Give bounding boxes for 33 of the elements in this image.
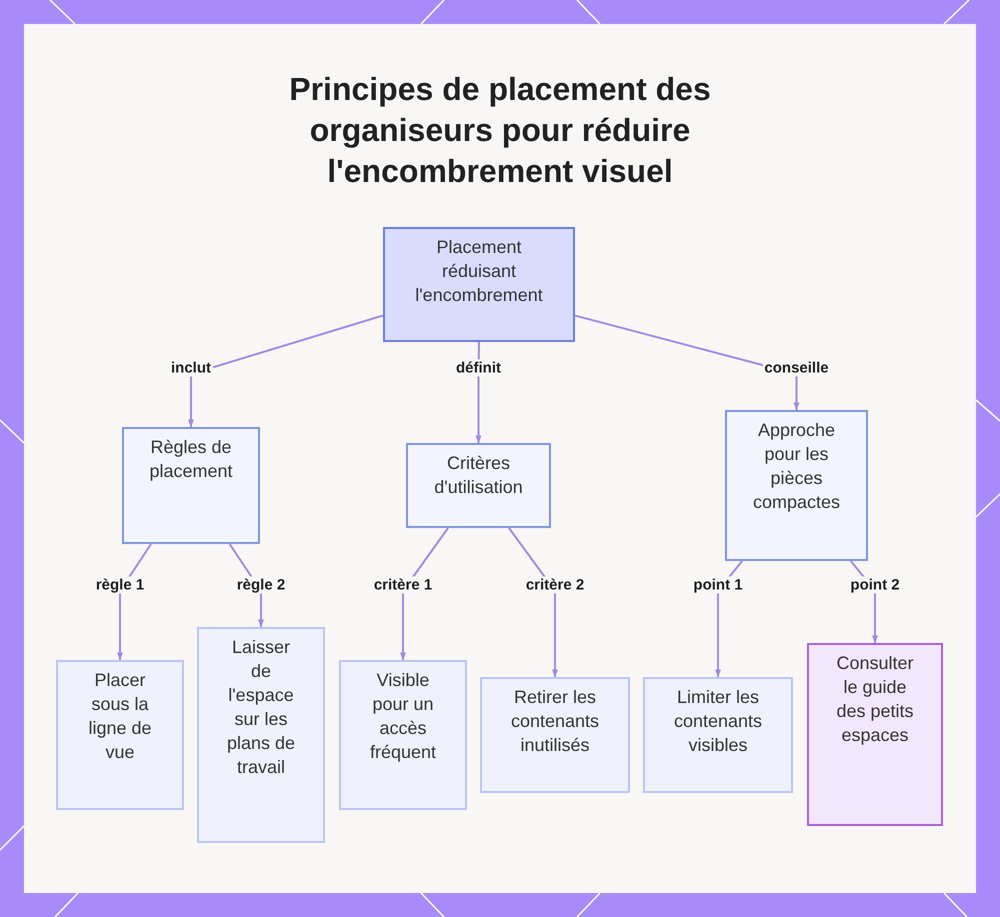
concept-box: [56, 660, 184, 810]
edge-label: règle 1: [94, 576, 146, 594]
concept-box: [643, 677, 793, 793]
concept-box: [383, 227, 575, 342]
concept-box: [480, 677, 630, 793]
node-text: Visible pour un accès fréquent: [368, 669, 438, 764]
concept-box: [197, 627, 325, 843]
diagram-title: Principes de placement des organiseurs pour réduire l'encombrement visuel: [288, 70, 712, 191]
node-text: Placement réduisant l'encombrement: [414, 236, 544, 307]
edge-label: définit: [454, 360, 503, 376]
connector-arrow: [508, 527, 558, 678]
node-text: Laisser de l'espace sur les plans de travail: [226, 636, 296, 779]
node-text: Placer sous la ligne de vue: [87, 669, 153, 764]
edge-label: conseille: [762, 360, 831, 376]
edge-label: critère 1: [372, 576, 434, 594]
concept-box: [807, 643, 943, 826]
edge-label: inclut: [169, 360, 213, 376]
concept-box: [406, 443, 551, 528]
concept-box: [122, 427, 260, 544]
node-text: Limiter les contenants visibles: [672, 686, 764, 757]
edge-label: point 2: [848, 576, 902, 594]
node-text: Retirer les contenants inutilisés: [510, 686, 600, 757]
edge-label: règle 2: [234, 576, 288, 594]
concept-box: [725, 410, 868, 561]
node-text: Critères d'utilisation: [433, 452, 524, 499]
edge-label: critère 2: [524, 576, 586, 594]
edge-label: point 1: [691, 576, 745, 594]
concept-box: [339, 660, 467, 810]
node-text: Consulter le guide des petits espaces: [835, 652, 915, 747]
node-text: Approche pour les pièces compactes: [752, 419, 842, 514]
connector-arrow: [188, 314, 384, 428]
connector-arrow: [400, 527, 449, 660]
node-text: Règles de placement: [148, 436, 234, 483]
